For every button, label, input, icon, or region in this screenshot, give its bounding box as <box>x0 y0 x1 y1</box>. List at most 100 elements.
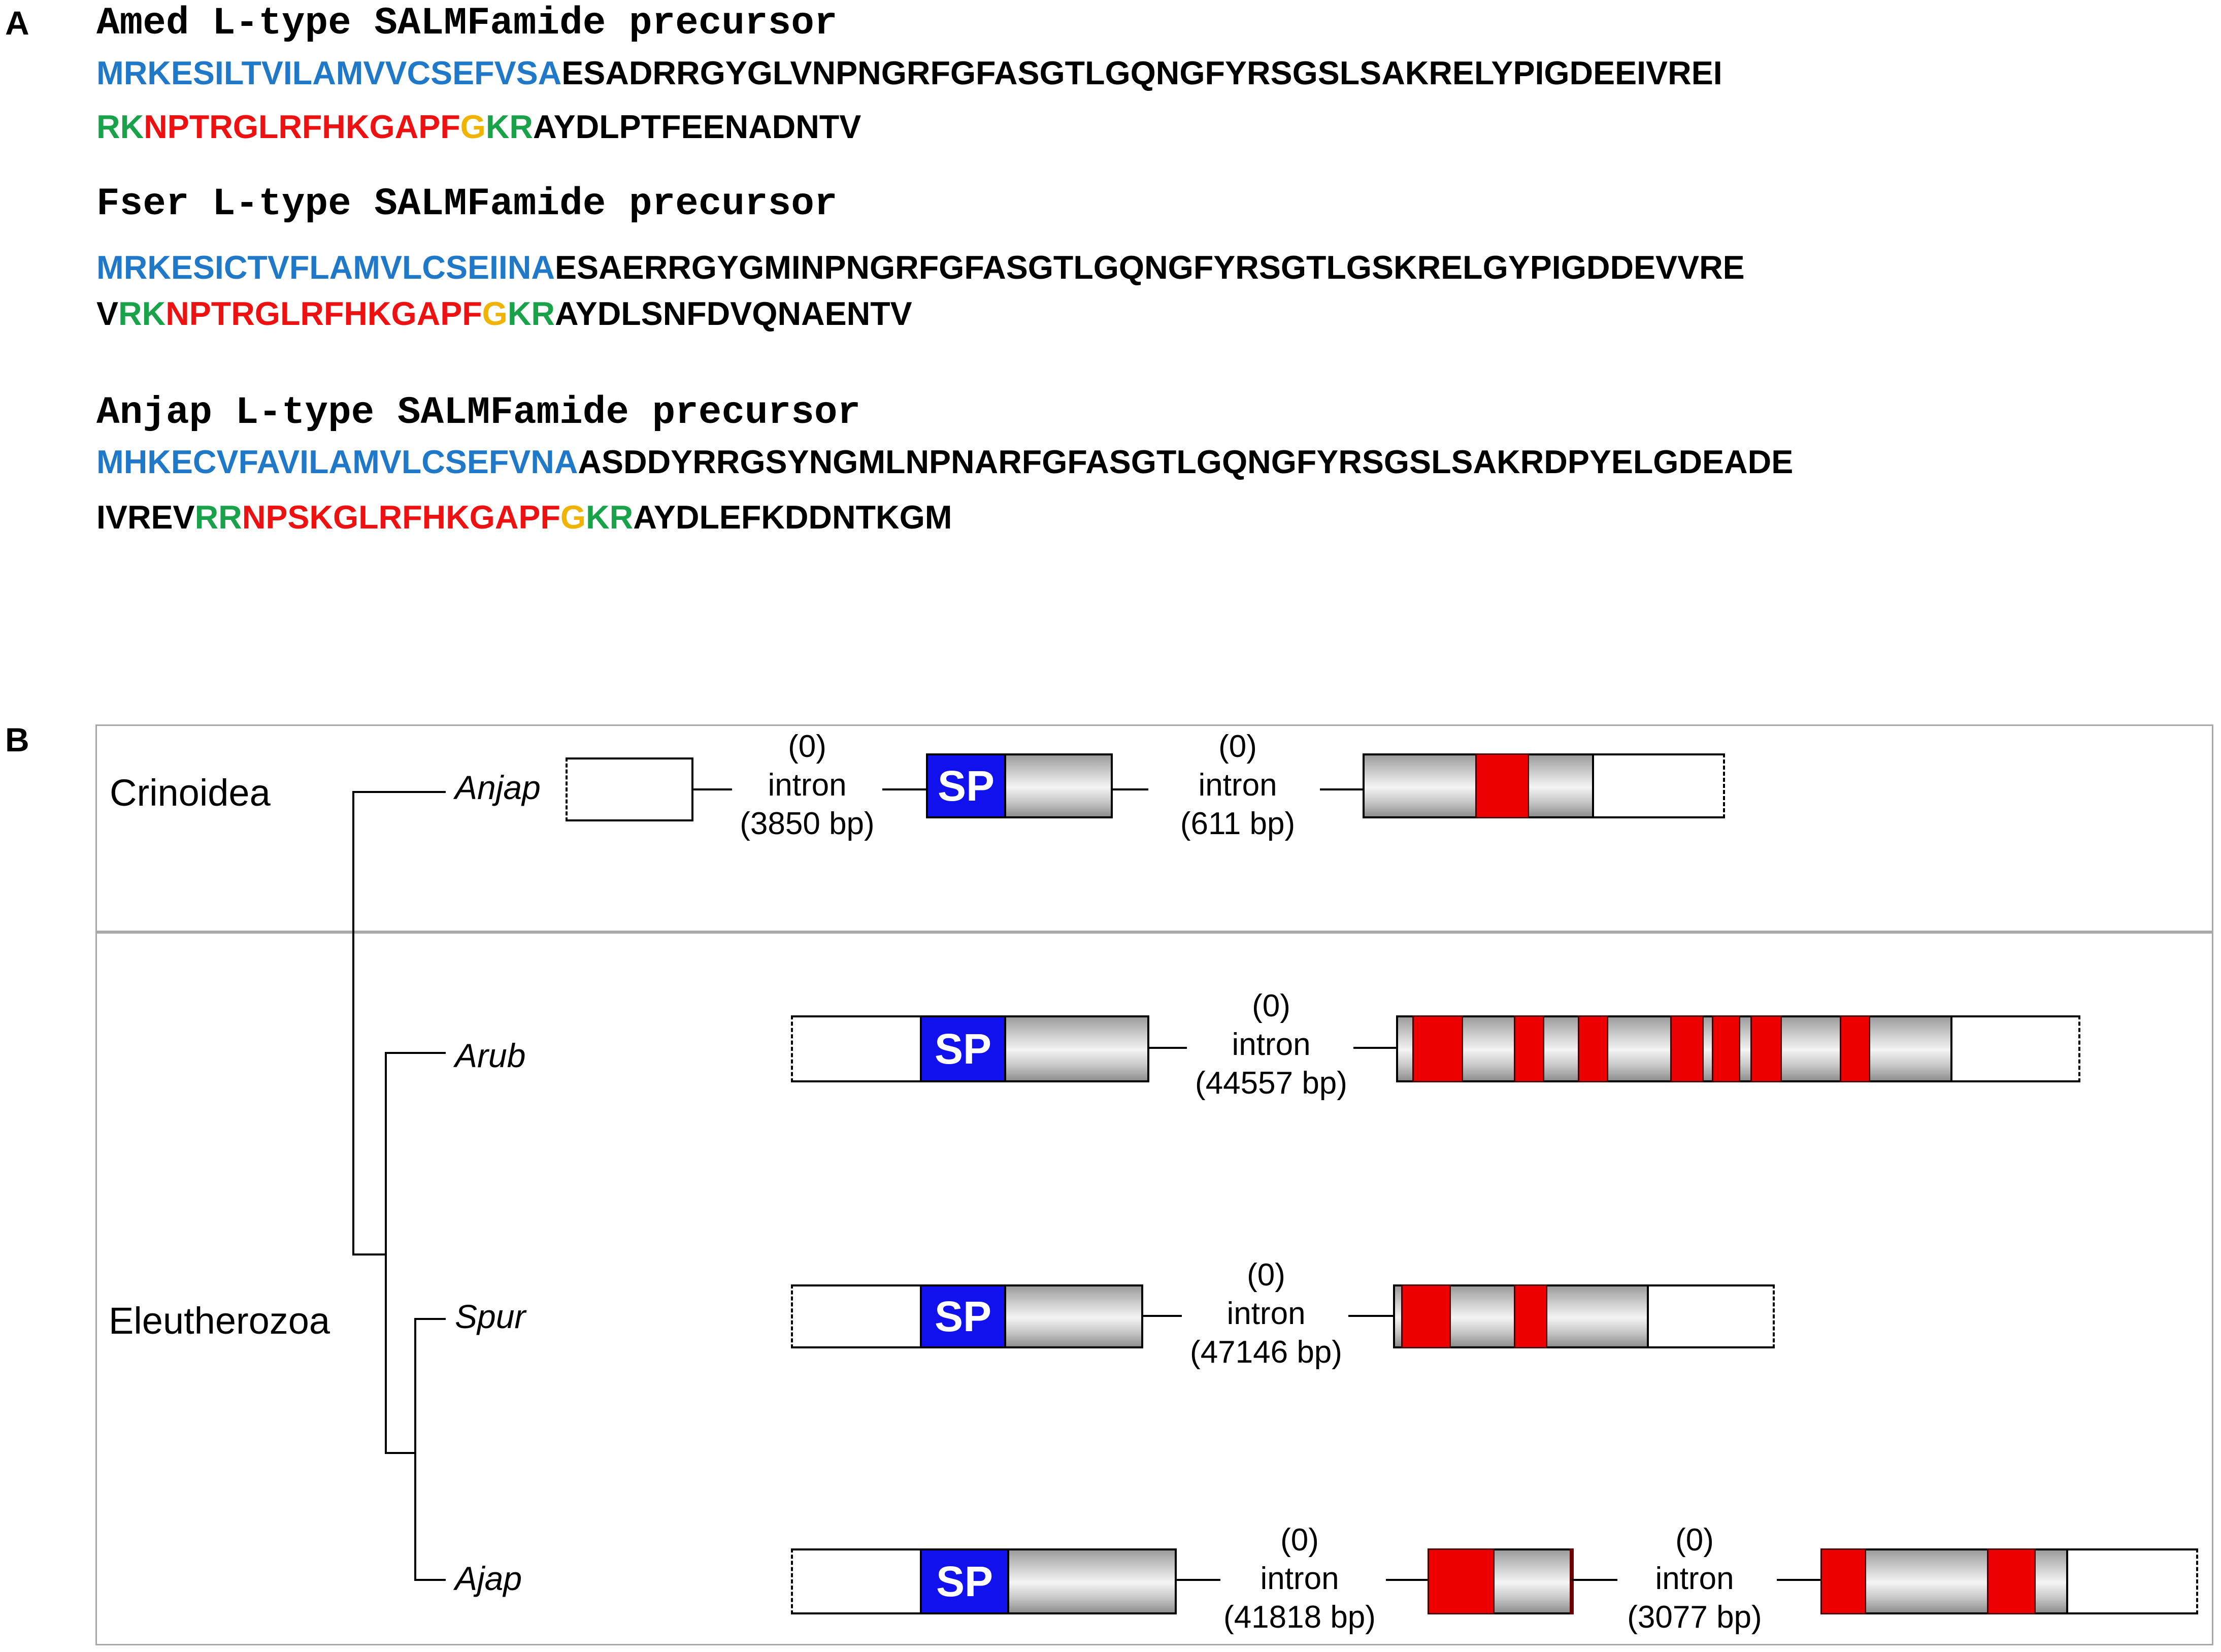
spur-signal-peptide: SP <box>920 1284 1006 1348</box>
amed-sequence-line-2: RKNPTRGLRFHKGAPFGKRAYDLPTFEENADNTV <box>96 111 861 144</box>
sequence-segment-amid: G <box>560 499 586 536</box>
intron-length: (3077 bp) <box>1627 1600 1762 1635</box>
ajap-exon2-end-mark <box>1570 1548 1574 1614</box>
sequence-segment-cleave: KR <box>586 499 634 536</box>
species-label-spur: Spur <box>455 1298 526 1335</box>
tree-branch-ajap <box>414 1579 446 1581</box>
arub-neuropeptide-7 <box>1840 1015 1870 1082</box>
arub-neuropeptide-2 <box>1514 1015 1544 1082</box>
sequence-segment-signal: MRKESICTVFLAMVLCSEIINA <box>96 249 555 286</box>
sequence-segment-cleave: RK <box>96 109 144 145</box>
intron-word: intron <box>1198 768 1277 803</box>
arub-neuropeptide-5 <box>1712 1015 1740 1082</box>
sequence-segment-body: AYDLEFKDDNTKGM <box>633 499 952 536</box>
arub-exon1-coding <box>1004 1015 1149 1082</box>
ajap-neuropeptide-3 <box>1987 1548 2036 1614</box>
spur-intron1-line-left <box>1143 1315 1182 1317</box>
arub-intron1-line-left <box>1149 1047 1187 1049</box>
intron-length: (41818 bp) <box>1223 1600 1376 1635</box>
intron-phase: (0) <box>1247 1258 1285 1293</box>
intron-phase: (0) <box>1252 988 1290 1023</box>
tree-branch-arub <box>385 1052 446 1054</box>
fser-precursor-title: Fser L-type SALMFamide precursor <box>96 182 838 226</box>
ajap-intron1-label: (0) intron (41818 bp) <box>1208 1521 1391 1637</box>
panel-b-label: B <box>5 721 29 758</box>
anjap-exon2-coding <box>1004 753 1113 818</box>
panel-a-label: A <box>5 4 29 42</box>
ajap-neuropeptide-1 <box>1428 1548 1495 1614</box>
arub-intron1-line-right <box>1353 1047 1396 1049</box>
sequence-segment-body: ESADRRGYGLVNPNGRFGFASGTLGQNGFYRSGSLSAKRE… <box>561 55 1722 91</box>
sequence-segment-body: V <box>96 295 119 332</box>
intron-phase: (0) <box>788 729 826 764</box>
anjap-intron1-line-left <box>693 788 732 790</box>
spur-exon1-utr <box>791 1284 922 1348</box>
sequence-segment-body: IVREV <box>96 499 195 536</box>
sequence-segment-signal: MHKECVFAVILAMVLCSEFVNA <box>96 444 578 480</box>
anjap-intron1-line-right <box>882 788 926 790</box>
sequence-segment-amid: G <box>460 109 486 145</box>
amed-precursor-title: Amed L-type SALMFamide precursor <box>96 2 838 45</box>
intron-word: intron <box>768 768 847 803</box>
sequence-segment-peptide: NPSKGLRFHKGAPF <box>242 499 560 536</box>
sequence-segment-cleave: RR <box>194 499 242 536</box>
sequence-segment-peptide: NPTRGLRFHKGAPF <box>144 109 460 145</box>
intron-phase: (0) <box>1280 1523 1319 1558</box>
anjap-exon3-utr <box>1592 753 1725 818</box>
tree-root-vertical <box>352 791 354 1255</box>
anjap-intron2-line-right <box>1320 788 1363 790</box>
ajap-exon1-utr <box>791 1548 922 1614</box>
eleutherozoa-label: Eleutherozoa <box>109 1300 330 1342</box>
intron-length: (611 bp) <box>1180 806 1296 841</box>
anjap-neuropeptide-1 <box>1475 753 1529 818</box>
ajap-exon3-utr <box>2066 1548 2198 1614</box>
anjap-intron2-line-left <box>1113 788 1148 790</box>
tree-branch-eleutherozoa <box>352 1253 386 1255</box>
anjap-exon1-utr <box>566 757 693 821</box>
arub-neuropeptide-1 <box>1412 1015 1463 1082</box>
fser-sequence-line-2: VRKNPTRGLRFHKGAPFGKRAYDLSNFDVQNAENTV <box>96 298 912 331</box>
ajap-intron1-line-right <box>1386 1579 1428 1581</box>
ajap-intron2-label: (0) intron (3077 bp) <box>1603 1521 1786 1637</box>
sequence-segment-cleave: RK <box>118 295 166 332</box>
ajap-neuropeptide-2 <box>1820 1548 1866 1614</box>
intron-word: intron <box>1232 1027 1311 1062</box>
ajap-intron1-line-left <box>1177 1579 1220 1581</box>
intron-length: (3850 bp) <box>740 806 875 841</box>
spur-neuropeptide-2 <box>1514 1284 1547 1348</box>
tree-spur-ajap-vertical <box>414 1318 416 1581</box>
intron-word: intron <box>1260 1561 1339 1596</box>
ajap-signal-peptide: SP <box>920 1548 1009 1614</box>
species-label-ajap: Ajap <box>455 1560 522 1597</box>
ajap-intron2-line-right <box>1777 1579 1820 1581</box>
intron-phase: (0) <box>1675 1523 1714 1558</box>
anjap-signal-peptide: SP <box>926 753 1006 818</box>
anjap-sequence-line-1: MHKECVFAVILAMVLCSEFVNAASDDYRRGSYNGMLNPNA… <box>96 446 1793 479</box>
anjap-sequence-line-2: IVREVRRNPSKGLRFHKGAPFGKRAYDLEFKDDNTKGM <box>96 501 952 534</box>
tree-eleutherozoa-vertical <box>385 1052 387 1454</box>
spur-intron1-line-right <box>1348 1315 1393 1317</box>
ajap-exon1-coding <box>1007 1548 1177 1614</box>
spur-exon2-utr <box>1647 1284 1775 1348</box>
species-label-arub: Arub <box>455 1037 526 1074</box>
intron-length: (47146 bp) <box>1190 1335 1342 1370</box>
intron-phase: (0) <box>1218 729 1257 764</box>
arub-neuropeptide-3 <box>1578 1015 1608 1082</box>
tree-branch-spur-ajap <box>385 1452 415 1454</box>
crinoidea-label: Crinoidea <box>110 772 271 814</box>
spur-intron1-label: (0) intron (47146 bp) <box>1175 1256 1357 1372</box>
sequence-segment-body: ESAERRGYGMINPNGRFGFASGTLGQNGFYRSGTLGSKRE… <box>555 249 1745 286</box>
spur-neuropeptide-1 <box>1401 1284 1451 1348</box>
anjap-intron2-label: (0) intron (611 bp) <box>1146 728 1329 843</box>
sequence-segment-body: AYDLSNFDVQNAENTV <box>555 295 912 332</box>
crinoidea-box <box>95 724 2213 932</box>
tree-branch-spur <box>414 1318 446 1320</box>
sequence-segment-cleave: KR <box>485 109 533 145</box>
sequence-segment-peptide: NPTRGLRFHKGAPF <box>165 295 482 332</box>
anjap-intron1-label: (0) intron (3850 bp) <box>716 728 899 843</box>
fser-sequence-line-1: MRKESICTVFLAMVLCSEIINAESAERRGYGMINPNGRFG… <box>96 251 1745 284</box>
arub-neuropeptide-4 <box>1670 1015 1704 1082</box>
arub-neuropeptide-6 <box>1750 1015 1782 1082</box>
ajap-intron2-line-left <box>1572 1579 1617 1581</box>
sequence-segment-signal: MRKESILTVILAMVVCSEFVSA <box>96 55 562 91</box>
